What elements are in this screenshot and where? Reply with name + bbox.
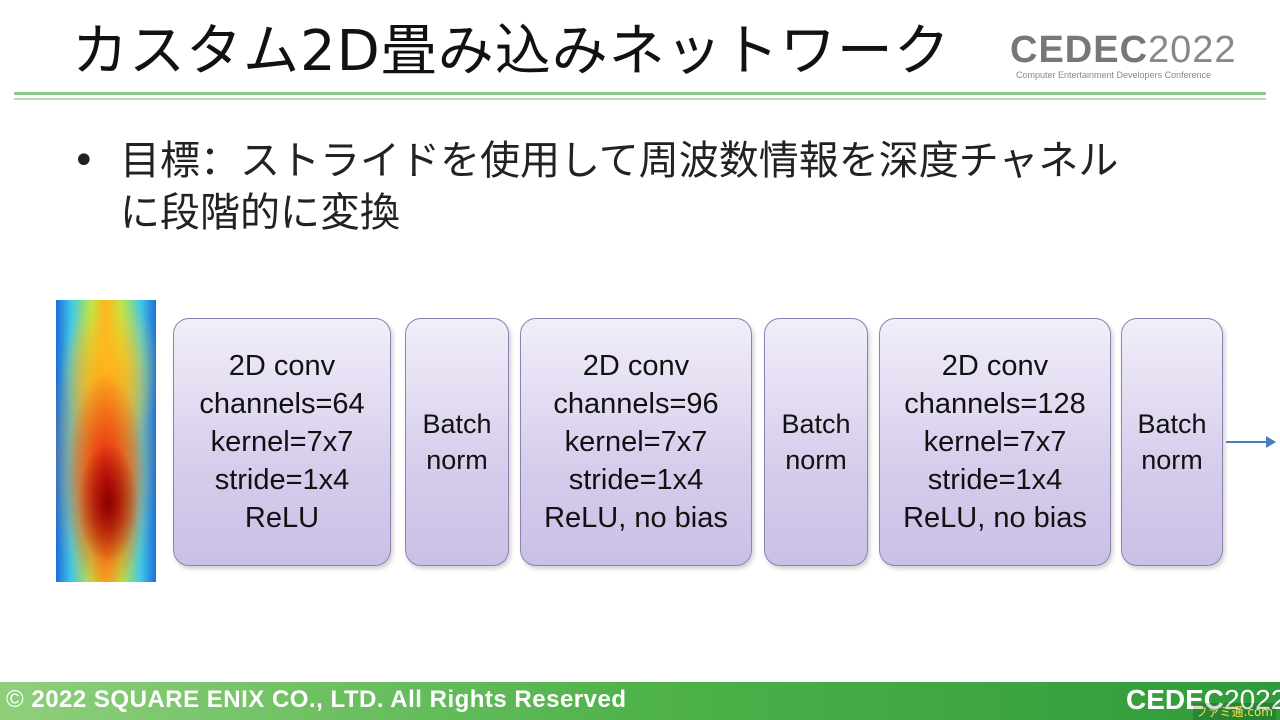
logo-year: 2022 bbox=[1148, 29, 1237, 71]
conv-block-3-activation: ReLU, no bias bbox=[903, 502, 1087, 534]
conv-block-1-type: 2D conv bbox=[228, 350, 336, 382]
batchnorm-block-1-line1: Batch bbox=[422, 409, 492, 439]
bullet-text: 目標：ストライドを使用して周波数情報を深度チャネルに段階的に変換 bbox=[120, 138, 1119, 236]
conv-block-2-channels: channels=96 bbox=[553, 388, 719, 420]
logo-subtitle: Computer Entertainment Developers Confer… bbox=[1016, 70, 1212, 80]
conv-block-3-type: 2D conv bbox=[941, 350, 1049, 382]
batchnorm-block-1: Batch norm bbox=[405, 318, 509, 566]
conv-block-2: 2D conv channels=96 kernel=7x7 stride=1x… bbox=[520, 318, 752, 566]
title-divider bbox=[14, 92, 1266, 95]
batchnorm-block-2-line2: norm bbox=[785, 445, 847, 475]
batchnorm-block-3: Batch norm bbox=[1121, 318, 1223, 566]
output-arrow-icon bbox=[1226, 436, 1276, 448]
batchnorm-block-2-line1: Batch bbox=[781, 409, 851, 439]
footer-bar: © 2022 SQUARE ENIX CO., LTD. All Rights … bbox=[0, 682, 1280, 720]
copyright-symbol: © bbox=[6, 686, 25, 713]
spectrogram-image bbox=[56, 300, 156, 582]
copyright-text: © 2022 SQUARE ENIX CO., LTD. All Rights … bbox=[6, 686, 627, 714]
batchnorm-block-1-line2: norm bbox=[426, 445, 488, 475]
footer-cedec-logo: CEDEC2022 bbox=[1126, 684, 1280, 716]
conv-block-1-channels: channels=64 bbox=[199, 388, 365, 420]
batchnorm-block-3-line1: Batch bbox=[1137, 409, 1207, 439]
conv-block-1: 2D conv channels=64 kernel=7x7 stride=1x… bbox=[173, 318, 391, 566]
bullet-dot: • bbox=[72, 138, 96, 184]
conv-block-2-activation: ReLU, no bias bbox=[544, 502, 728, 534]
conv-block-3-stride: stride=1x4 bbox=[927, 464, 1063, 496]
conv-block-3: 2D conv channels=128 kernel=7x7 stride=1… bbox=[879, 318, 1111, 566]
conv-block-1-activation: ReLU bbox=[244, 502, 320, 534]
conv-block-3-kernel: kernel=7x7 bbox=[923, 426, 1067, 458]
copyright-label: 2022 SQUARE ENIX CO., LTD. All Rights Re… bbox=[31, 686, 627, 713]
logo-mark: CEDEC bbox=[1010, 29, 1149, 71]
footer-logo-mark: CEDEC bbox=[1126, 684, 1225, 715]
conv-block-3-channels: channels=128 bbox=[904, 388, 1086, 420]
cedec-logo: CEDEC2022 Computer Entertainment Develop… bbox=[1010, 29, 1236, 85]
conv-block-2-type: 2D conv bbox=[582, 350, 690, 382]
batchnorm-block-3-line2: norm bbox=[1141, 445, 1203, 475]
conv-block-2-kernel: kernel=7x7 bbox=[564, 426, 708, 458]
slide-title: カスタム2D畳み込みネットワーク bbox=[72, 19, 951, 84]
conv-block-1-stride: stride=1x4 bbox=[214, 464, 350, 496]
batchnorm-block-2: Batch norm bbox=[764, 318, 868, 566]
watermark: ファミ通.com bbox=[1192, 703, 1276, 720]
conv-block-2-stride: stride=1x4 bbox=[568, 464, 704, 496]
footer-logo-year: 2022 bbox=[1224, 684, 1280, 715]
conv-block-1-kernel: kernel=7x7 bbox=[210, 426, 354, 458]
title-divider-secondary bbox=[14, 98, 1266, 100]
